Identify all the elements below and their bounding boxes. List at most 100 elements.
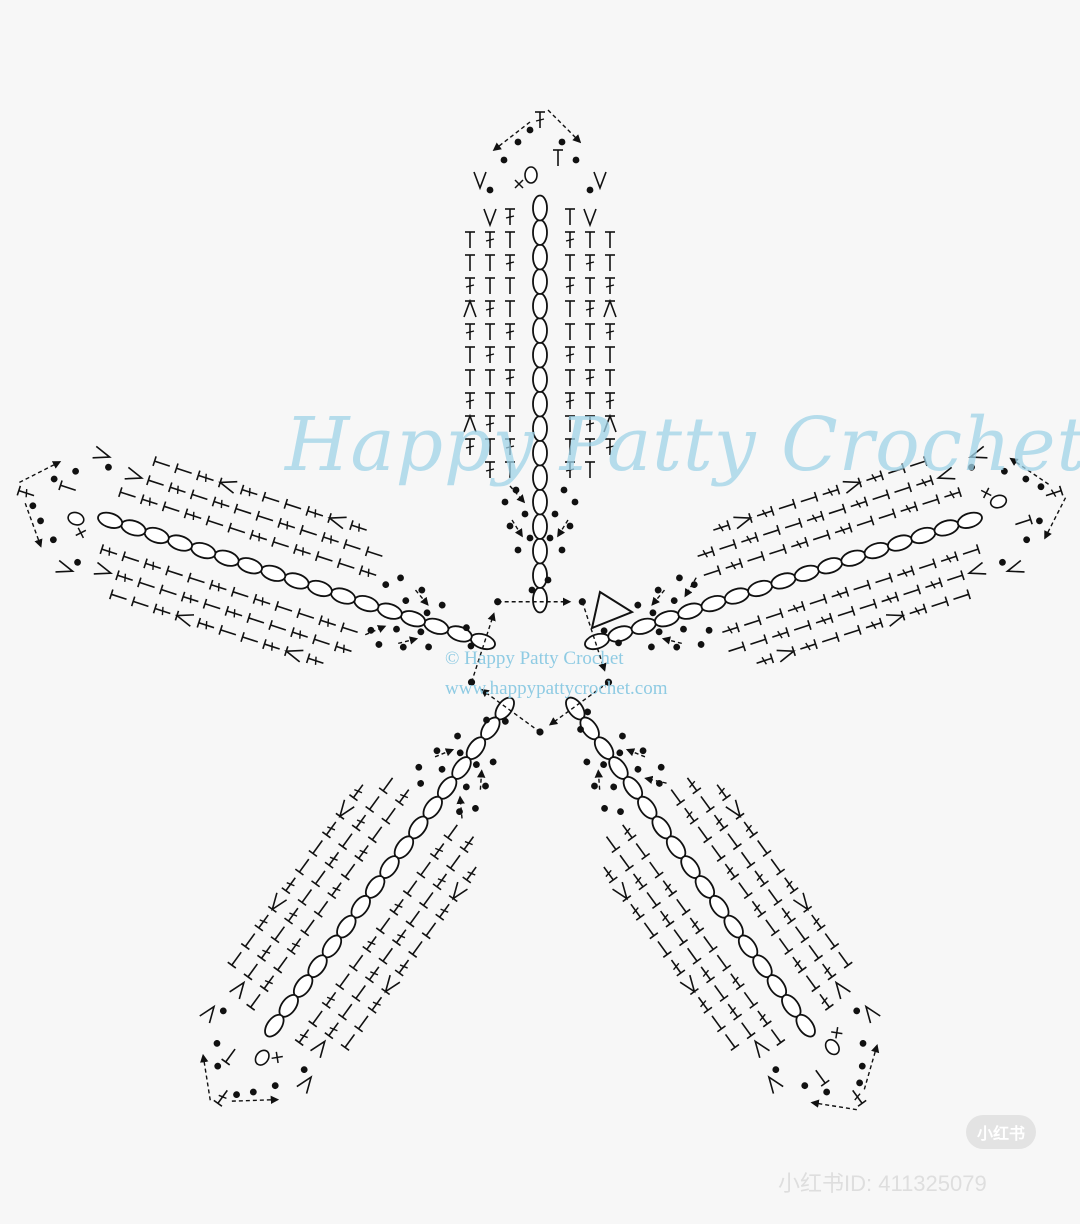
stitch-top [174,610,180,621]
stitch-top [786,917,796,925]
stitch-bar [124,573,127,582]
slip-stitch-dot [601,804,608,812]
stitch-stem [339,973,350,988]
stitch-stem [273,541,289,548]
stitch-stem [909,460,926,467]
stitch-stem [366,550,383,557]
stitch-top [321,1001,331,1009]
stitch-top [754,532,759,543]
chain-stitch [886,534,913,552]
stitch-stem [769,548,785,555]
stitch-bar [314,509,317,518]
stitch-bar [372,1001,381,1006]
single-crochet-x [514,179,524,189]
stitch-top [246,612,252,623]
stitch-bar [465,399,475,403]
stitch-stem [719,543,735,550]
center-arrow [480,688,541,733]
stitch-bar [855,500,862,508]
stitch-top [1028,514,1033,525]
stitch-bar [686,811,693,819]
stitch-top [622,894,632,903]
stitch-stem [298,858,310,873]
stitch-top [208,579,214,590]
stitch-bar [370,971,379,976]
direction-arrow [810,1099,857,1111]
stitch-top [146,475,151,486]
stitch-stem [341,833,353,848]
stitch-stem [888,467,904,474]
stitch-top [932,558,937,569]
stitch-top [378,787,388,795]
stitch-top [869,515,875,526]
stitch-top [716,1025,726,1033]
stitch-top [938,577,943,588]
slip-stitch-dot [500,156,508,164]
stitch-decrease [451,881,468,901]
stitch-bar [467,871,476,876]
chain-stitch [376,602,403,620]
stitch-top [294,868,304,876]
stitch-stem [894,486,910,494]
stitch-top [784,947,794,955]
stitch-bar [635,876,642,884]
stitch-top [800,601,806,612]
stitch-top [443,834,453,842]
slip-stitch-dot [456,749,464,757]
stitch-stem [412,940,423,955]
slip-stitch-dot [271,1082,279,1090]
stitch-bar [332,886,341,892]
stitch-stem [244,933,256,947]
slip-stitch-dot [600,627,608,635]
stitch-top [327,892,337,900]
stitch-stem [765,919,776,934]
stitch-top [375,927,385,935]
stitch-top [152,603,158,614]
stitch-bar [905,504,912,513]
stitch-stem [741,1022,752,1037]
stitch-stem [257,514,274,522]
stitch-top [365,805,375,813]
slip-stitch-dot [501,717,509,725]
slip-stitch-dot [214,1062,222,1070]
stitch-stem [670,789,682,804]
slip-stitch-dot [486,186,494,194]
stitch-bar [662,913,669,922]
slip-stitch-dot [415,763,423,771]
stitch-top [791,646,796,657]
stitch-top [957,487,962,498]
stitch-stem [235,507,252,515]
chain-stitch [400,610,427,628]
stitch-top [785,627,790,638]
chain-stitch [532,194,548,222]
stitch-stem [947,574,963,581]
stitch-decrease [271,892,288,912]
stitch-stem [232,591,249,598]
stitch-top [608,876,618,884]
stitch-bar [399,964,408,969]
stitch-top [716,854,726,862]
direction-arrow [511,519,523,538]
slip-stitch-dot [968,463,975,471]
single-crochet-x [77,527,85,539]
stitch-top [800,936,810,944]
slip-stitch-dot [676,574,683,582]
direction-arrow [644,775,667,785]
direction-arrow [1044,497,1067,540]
slip-stitch-dot [521,510,529,518]
stitch-bar [605,330,615,334]
chain-stitch [330,587,357,605]
petals-group [16,109,1067,1111]
slip-stitch-dot [438,601,446,609]
chain-stitch [532,292,548,320]
stitch-stem [382,947,394,962]
stitch-stem [385,807,396,822]
stitch-top [364,546,370,557]
stitch-top [726,520,731,531]
slip-stitch-dot [467,642,475,650]
stitch-top [757,615,762,626]
stitch-bar [605,445,615,449]
stitch-stem [903,588,920,596]
chain-stitch [793,564,820,582]
slip-stitch-dot [433,747,441,755]
